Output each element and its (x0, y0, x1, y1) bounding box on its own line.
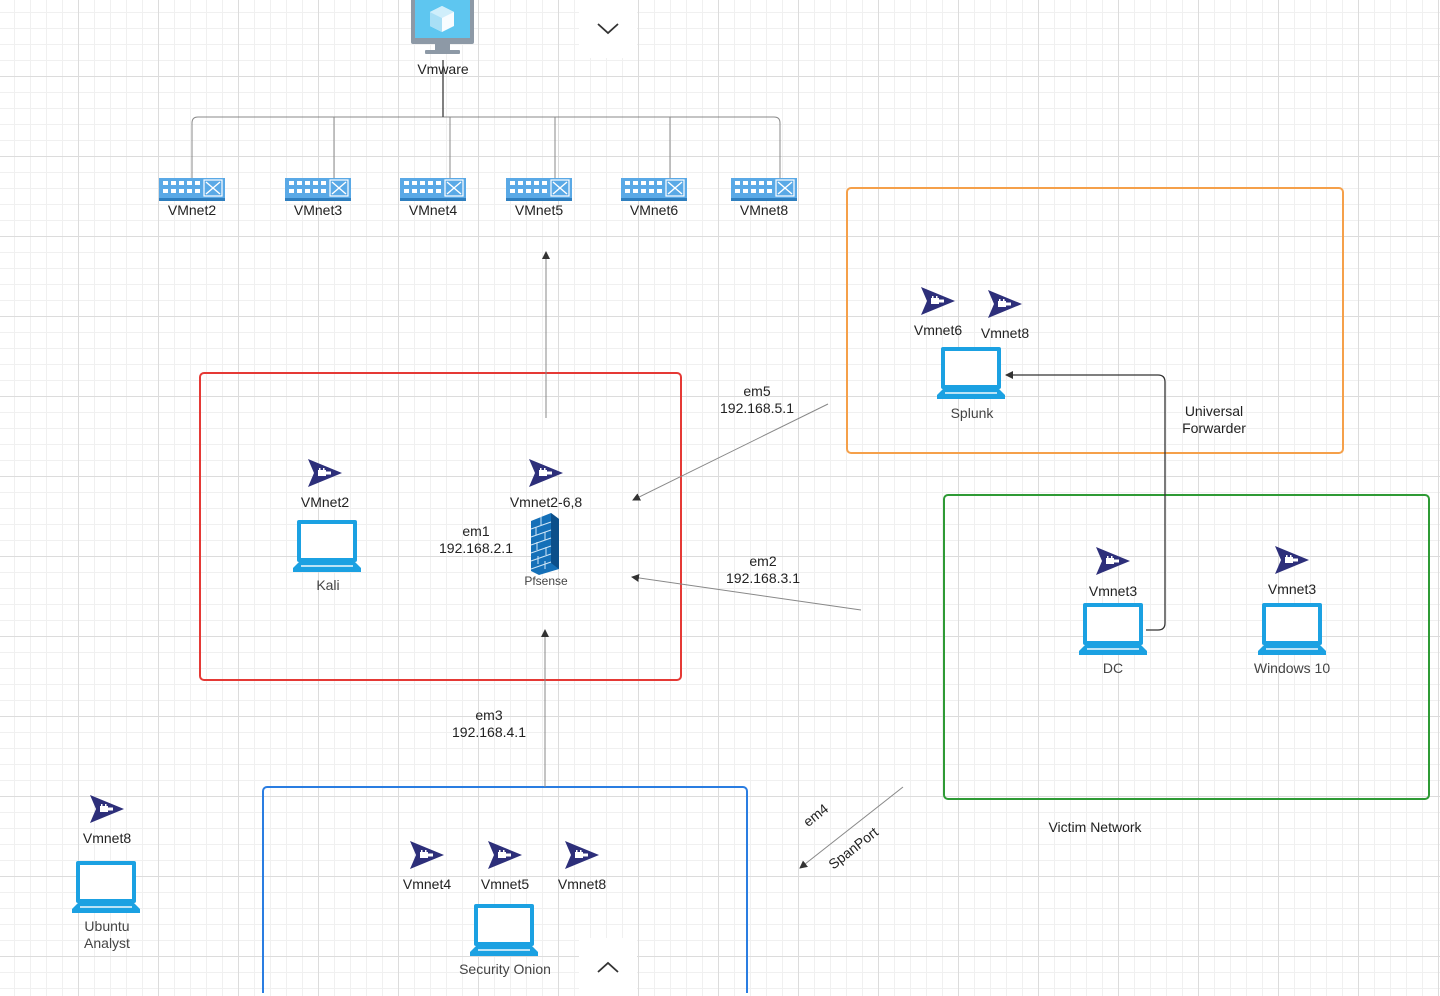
switch-label-vmnet3: VMnet3 (293, 202, 343, 218)
chevron-up-icon (597, 961, 619, 973)
universal-forwarder-label: Universal Forwarder (1182, 403, 1246, 436)
vnet-tag-icon-so-vmnet4[interactable] (410, 841, 444, 869)
laptop-icon-kali[interactable] (293, 520, 361, 572)
windows10-network-label: Vmnet3 (1267, 581, 1317, 597)
laptop-icon-windows10[interactable] (1258, 603, 1326, 655)
em3-link-label: em3 192.168.4.1 (452, 707, 526, 740)
splunk-label: Splunk (950, 405, 994, 421)
pfsense-zone[interactable] (199, 372, 682, 681)
so-network-label-2: Vmnet5 (480, 876, 530, 892)
arrow-em5[interactable] (632, 403, 829, 501)
vmware-bus (191, 60, 781, 178)
vnet-tag-icon-dc[interactable] (1096, 547, 1130, 575)
dc-label: DC (1102, 660, 1124, 676)
chevron-down-icon (597, 23, 619, 35)
em5-link-label: em5 192.168.5.1 (720, 383, 794, 416)
vnet-tag-icon-ubuntu[interactable] (90, 795, 124, 823)
switch-icon-vmnet4[interactable] (399, 177, 467, 202)
so-network-label-1: Vmnet4 (402, 876, 452, 892)
vmware-monitor-icon[interactable] (411, 0, 474, 54)
collapse-top-button[interactable] (579, 0, 637, 58)
switch-icon-vmnet2[interactable] (158, 177, 226, 202)
pfsense-interface-label: em1 192.168.2.1 (439, 523, 513, 556)
windows10-label: Windows 10 (1253, 660, 1331, 676)
so-network-label-3: Vmnet8 (557, 876, 607, 892)
em2-link-label: em2 192.168.3.1 (726, 553, 800, 586)
arrow-spanport[interactable] (799, 786, 904, 869)
laptop-icon-splunk[interactable] (937, 347, 1005, 399)
switch-icon-vmnet5[interactable] (505, 177, 573, 202)
vnet-tag-icon-splunk-vmnet8[interactable] (988, 290, 1022, 318)
switch-label-vmnet6: VMnet6 (629, 202, 679, 218)
splunk-network-label-2: Vmnet8 (980, 325, 1030, 341)
security-onion-zone[interactable] (262, 786, 748, 993)
vnet-tag-icon-splunk-vmnet6[interactable] (921, 287, 955, 315)
laptop-icon-ubuntu[interactable] (72, 861, 140, 913)
splunk-zone[interactable] (846, 187, 1344, 454)
switch-icon-vmnet6[interactable] (620, 177, 688, 202)
firewall-icon[interactable] (530, 513, 559, 575)
vmware-label: Vmware (417, 61, 469, 77)
switch-label-vmnet4: VMnet4 (408, 202, 458, 218)
vnet-tag-icon-so-vmnet8[interactable] (565, 841, 599, 869)
switch-label-vmnet2: VMnet2 (167, 202, 217, 218)
switch-icon-vmnet3[interactable] (284, 177, 352, 202)
arrow-universal-forwarder[interactable] (1005, 371, 1166, 631)
expand-bottom-button[interactable] (579, 938, 637, 996)
splunk-network-label-1: Vmnet6 (913, 322, 963, 338)
switch-label-vmnet5: VMnet5 (514, 202, 564, 218)
vnet-tag-icon-pfsense[interactable] (529, 459, 563, 487)
switch-label-vmnet8: VMnet8 (739, 202, 789, 218)
switch-icon-vmnet8[interactable] (730, 177, 798, 202)
laptop-icon-security-onion[interactable] (470, 904, 538, 956)
kali-label: Kali (316, 577, 340, 593)
vnet-tag-icon-windows10[interactable] (1275, 546, 1309, 574)
pfsense-label: Pfsense (524, 574, 568, 588)
victim-network-zone[interactable] (943, 494, 1430, 800)
laptop-icon-dc[interactable] (1079, 603, 1147, 655)
arrow-em2[interactable] (631, 574, 862, 611)
dc-network-label: Vmnet3 (1088, 583, 1138, 599)
victim-network-label: Victim Network (1048, 819, 1142, 835)
ubuntu-network-label: Vmnet8 (82, 830, 132, 846)
vnet-tag-icon-so-vmnet5[interactable] (488, 841, 522, 869)
security-onion-label: Security Onion (459, 961, 551, 977)
vnet-tag-icon-kali[interactable] (308, 459, 342, 487)
kali-network-label: VMnet2 (300, 494, 350, 510)
ubuntu-label: Ubuntu Analyst (84, 918, 130, 951)
pfsense-network-label: Vmnet2-6,8 (509, 494, 583, 510)
